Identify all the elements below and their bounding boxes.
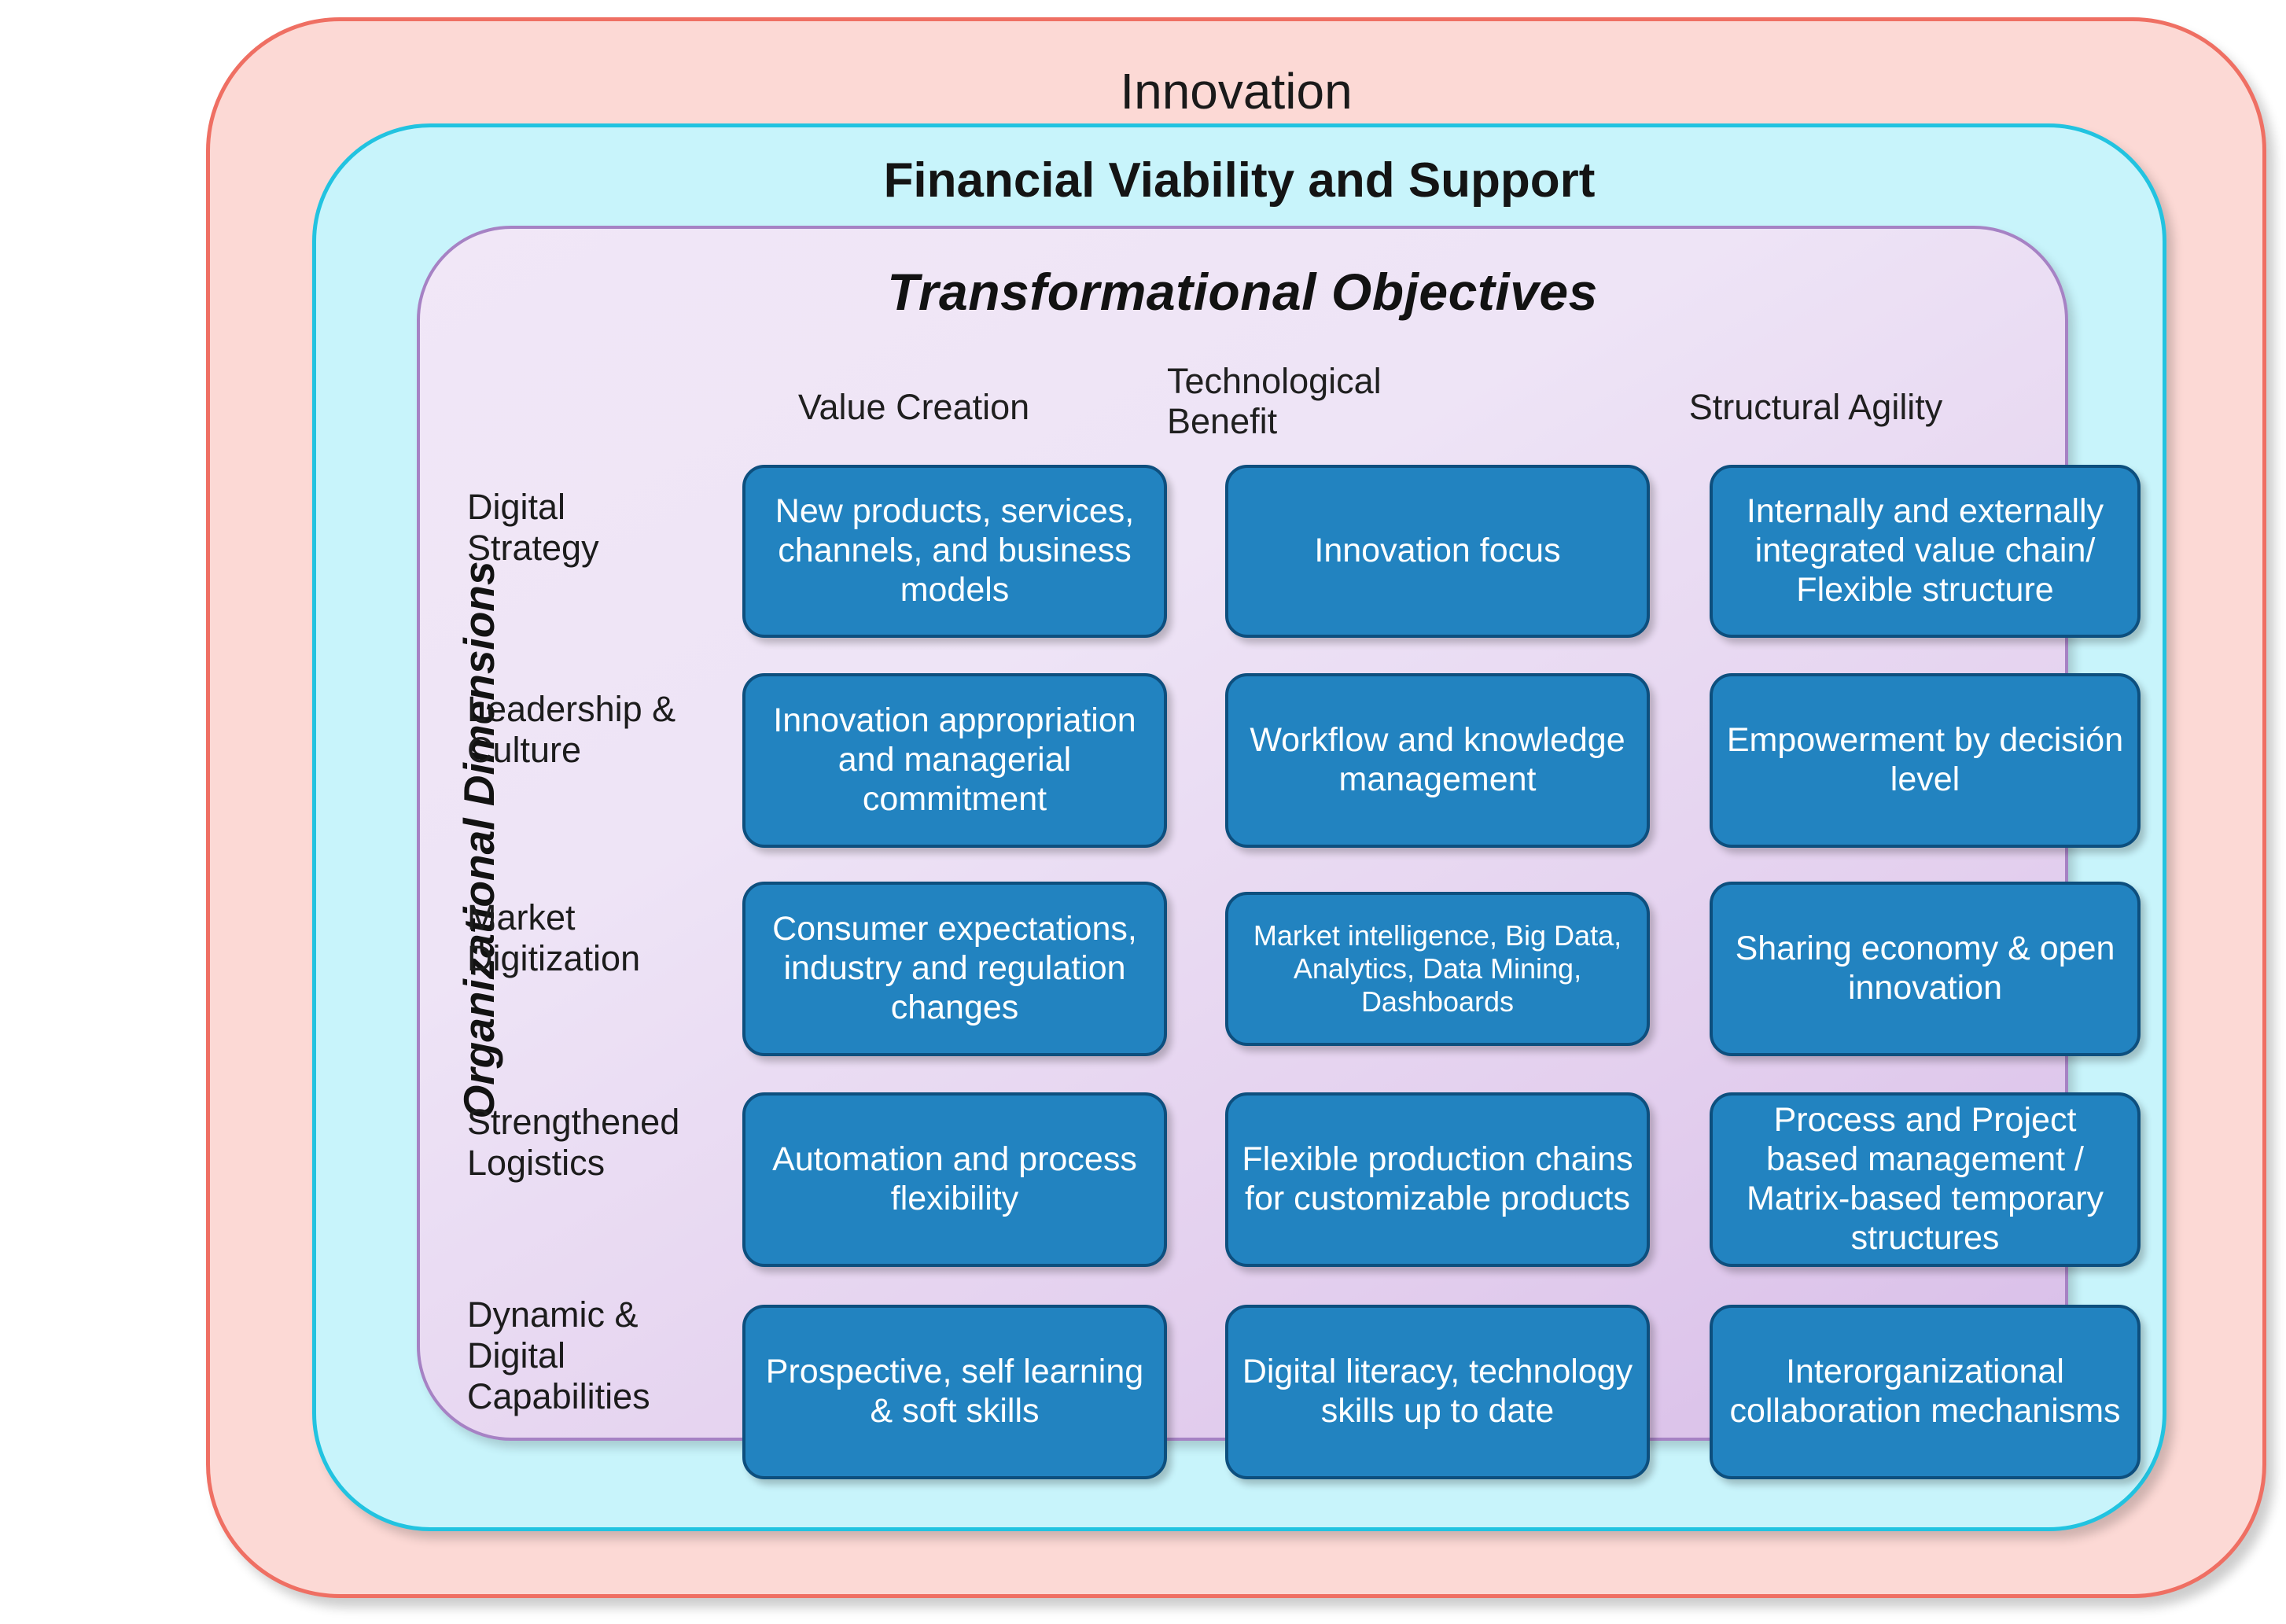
column-header-row: Value Creation Technological Benefit Str…	[672, 361, 2024, 463]
column-header-structural-agility: Structural Agility	[1688, 387, 1943, 427]
financial-viability-frame-label: Financial Viability and Support	[883, 153, 1596, 208]
matrix-cell-r4c1[interactable]: Automation and process flexibility	[742, 1092, 1167, 1267]
innovation-frame-label: Innovation	[1120, 63, 1353, 120]
matrix-cell-r1c3[interactable]: Internally and externally integrated val…	[1710, 465, 2141, 638]
row-label-market-digitization: Market Digitization	[467, 897, 641, 979]
matrix-cell-r3c3[interactable]: Sharing economy & open innovation	[1710, 882, 2141, 1056]
matrix-cell-r2c3[interactable]: Empowerment by decisión level	[1710, 673, 2141, 848]
financial-viability-frame: Financial Viability and Support Transfor…	[312, 123, 2166, 1531]
row-label-strengthened-logistics: Strengthened Logistics	[467, 1102, 680, 1184]
row-label-digital-strategy: Digital Strategy	[467, 487, 599, 569]
column-header-technological-benefit: Technological Benefit	[1167, 361, 1382, 442]
matrix-cell-r3c1[interactable]: Consumer expectations, industry and regu…	[742, 882, 1167, 1056]
column-header-value-creation: Value Creation	[797, 387, 1030, 427]
matrix-cell-r5c3[interactable]: Interorganizational collaboration mechan…	[1710, 1305, 2141, 1479]
row-label-leadership-culture: Leadership & Culture	[467, 689, 676, 771]
matrix-cell-r5c1[interactable]: Prospective, self learning & soft skills	[742, 1305, 1167, 1479]
matrix-cell-r4c2[interactable]: Flexible production chains for customiza…	[1225, 1092, 1650, 1267]
objectives-matrix: Digital Strategy New products, services,…	[467, 465, 2141, 1479]
transformational-objectives-panel: Transformational Objectives Organization…	[417, 226, 2141, 1479]
matrix-cell-r4c3[interactable]: Process and Project based management / M…	[1710, 1092, 2141, 1267]
matrix-cell-r2c1[interactable]: Innovation appropriation and managerial …	[742, 673, 1167, 848]
matrix-cell-r5c2[interactable]: Digital literacy, technology skills up t…	[1225, 1305, 1650, 1479]
matrix-cell-r1c1[interactable]: New products, services, channels, and bu…	[742, 465, 1167, 638]
transformational-objectives-title: Transformational Objectives	[887, 263, 1598, 321]
matrix-cell-r2c2[interactable]: Workflow and knowledge management	[1225, 673, 1650, 848]
matrix-cell-r1c2[interactable]: Innovation focus	[1225, 465, 1650, 638]
innovation-frame: Innovation Financial Viability and Suppo…	[206, 17, 2266, 1598]
row-label-dynamic-digital-capabilities: Dynamic & Digital Capabilities	[467, 1294, 650, 1417]
matrix-cell-r3c2[interactable]: Market intelligence, Big Data, Analytics…	[1225, 892, 1650, 1046]
